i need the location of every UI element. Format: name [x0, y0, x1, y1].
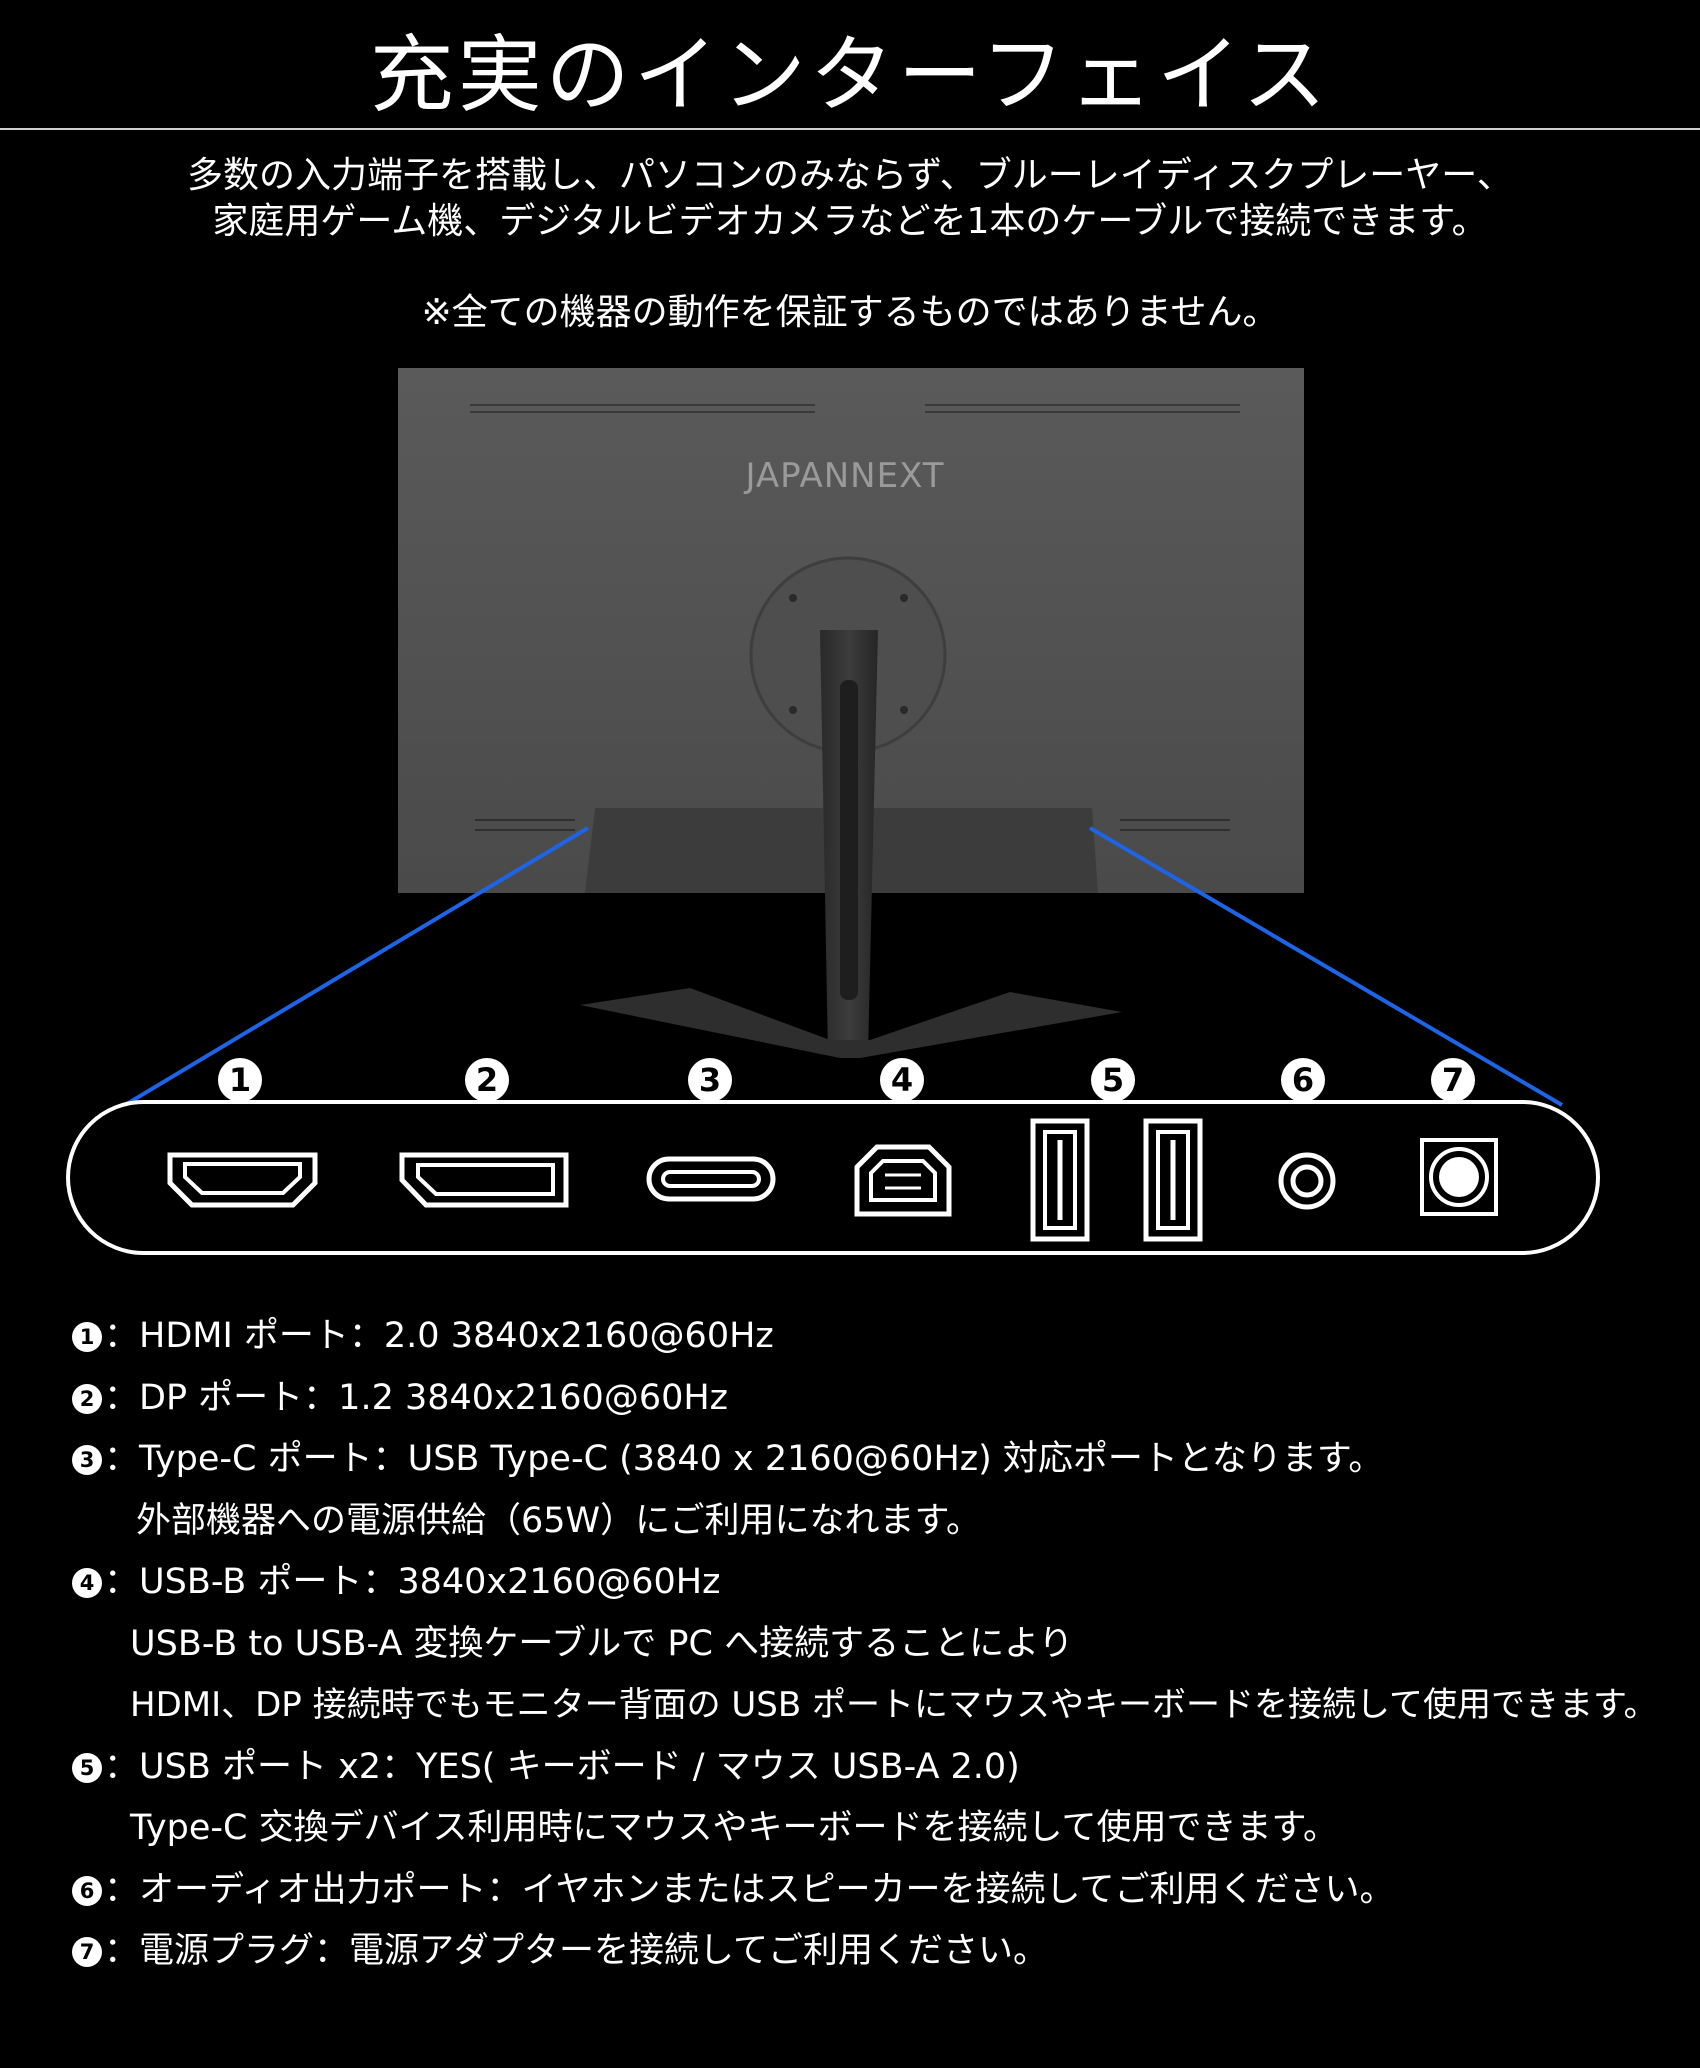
spec-badge-4: 4 — [72, 1568, 102, 1598]
monitor-rear-illustration: JAPANNEXT — [123, 368, 1564, 1107]
spec-text-1: ：HDMI ポート：2.0 3840x2160@60Hz — [104, 1316, 774, 1356]
spec-text-5: ：USB ポート x2：YES( キーボード / マウス USB-A 2.0) — [104, 1746, 1020, 1787]
spec-badge-5: 5 — [72, 1752, 102, 1783]
spec-line-typec-power: 外部機器への電源供給（65W）にご利用になれます。 — [136, 1500, 981, 1541]
power-plug-icon — [1420, 1138, 1498, 1216]
spec-badge-1: 1 — [72, 1322, 102, 1352]
spec-line-audio: 6：オーディオ出力ポート：イヤホンまたはスピーカーを接続してご利用ください。 — [72, 1860, 1692, 1922]
spec-line-power: 7：電源プラグ：電源アダプターを接続してご利用ください。 — [72, 1921, 1692, 1983]
spec-badge-6: 6 — [72, 1875, 102, 1906]
spec-line-usba-detail: Type-C 交換デバイス利用時にマウスやキーボードを接続して使用できます。 — [130, 1808, 1338, 1848]
spec-badge-7: 7 — [72, 1937, 102, 1967]
bottom-vent-left — [475, 819, 575, 831]
spec-line-usbb-detail-1: USB-B to USB-A 変換ケーブルで PC へ接続することにより — [130, 1623, 1074, 1664]
brand-logo: JAPANNEXT — [743, 456, 944, 496]
port-panel — [66, 1100, 1600, 1255]
callout-line-left — [123, 826, 590, 1107]
spec-text-6: ：オーディオ出力ポート：イヤホンまたはスピーカーを接続してご利用ください。 — [104, 1869, 1395, 1910]
port-number-2: 2 — [465, 1058, 509, 1102]
intro-line-1: 多数の入力端子を搭載し、パソコンのみならず、ブルーレイディスクプレーヤー、 — [187, 155, 1513, 196]
port-number-7: 7 — [1431, 1058, 1475, 1102]
disclaimer-note: ※全ての機器の動作を保証するものではありません。 — [421, 292, 1279, 333]
spec-text-2: ：DP ポート：1.2 3840x2160@60Hz — [104, 1377, 729, 1418]
port-number-6: 6 — [1281, 1058, 1325, 1102]
displayport-icon — [399, 1152, 569, 1208]
top-vent-right — [925, 404, 1240, 413]
spec-line-hdmi: 1：HDMI ポート：2.0 3840x2160@60Hz — [72, 1306, 1692, 1368]
port-number-3: 3 — [688, 1058, 732, 1102]
usb-a-port-icon — [1030, 1118, 1090, 1242]
spec-line-usba: 5：USB ポート x2：YES( キーボード / マウス USB-A 2.0) — [72, 1737, 1692, 1799]
audio-jack-icon — [1278, 1152, 1336, 1210]
title-divider — [0, 128, 1700, 130]
spec-list: 1：HDMI ポート：2.0 3840x2160@60Hz 2：DP ポート：1… — [72, 1306, 1692, 1983]
port-number-4: 4 — [880, 1058, 924, 1102]
spec-text-3: ：Type-C ポート：USB Type-C (3840 x 2160@60Hz… — [104, 1439, 1384, 1479]
top-vent-left — [470, 404, 815, 413]
intro-text: 多数の入力端子を搭載し、パソコンのみならず、ブルーレイディスクプレーヤー、 家庭… — [0, 153, 1700, 245]
spec-line-usbb: 4：USB-B ポート：3840x2160@60Hz — [72, 1552, 1692, 1614]
spec-badge-3: 3 — [72, 1445, 102, 1475]
spec-line-dp: 2：DP ポート：1.2 3840x2160@60Hz — [72, 1368, 1692, 1430]
page-title: 充実のインターフェイス — [369, 26, 1331, 124]
port-number-1: 1 — [218, 1058, 262, 1102]
spec-line-typec: 3：Type-C ポート：USB Type-C (3840 x 2160@60H… — [72, 1429, 1692, 1491]
spec-text-7: ：電源プラグ：電源アダプターを接続してご利用ください。 — [104, 1931, 1048, 1971]
callout-line-right — [1088, 826, 1564, 1107]
intro-line-2: 家庭用ゲーム機、デジタルビデオカメラなどを1本のケーブルで接続できます。 — [212, 201, 1488, 242]
stand-base — [580, 988, 1122, 1058]
usb-a-port-icon-2 — [1143, 1118, 1203, 1242]
usb-type-c-icon — [646, 1156, 776, 1202]
hdmi-port-icon — [167, 1152, 318, 1208]
usb-b-port-icon — [854, 1144, 952, 1217]
port-number-5: 5 — [1091, 1058, 1135, 1102]
bottom-vent-right — [1120, 819, 1230, 831]
spec-text-4: ：USB-B ポート：3840x2160@60Hz — [104, 1562, 721, 1602]
spec-line-usbb-detail-2: HDMI、DP 接続時でもモニター背面の USB ポートにマウスやキーボードを接… — [130, 1685, 1658, 1725]
spec-badge-2: 2 — [72, 1383, 102, 1414]
